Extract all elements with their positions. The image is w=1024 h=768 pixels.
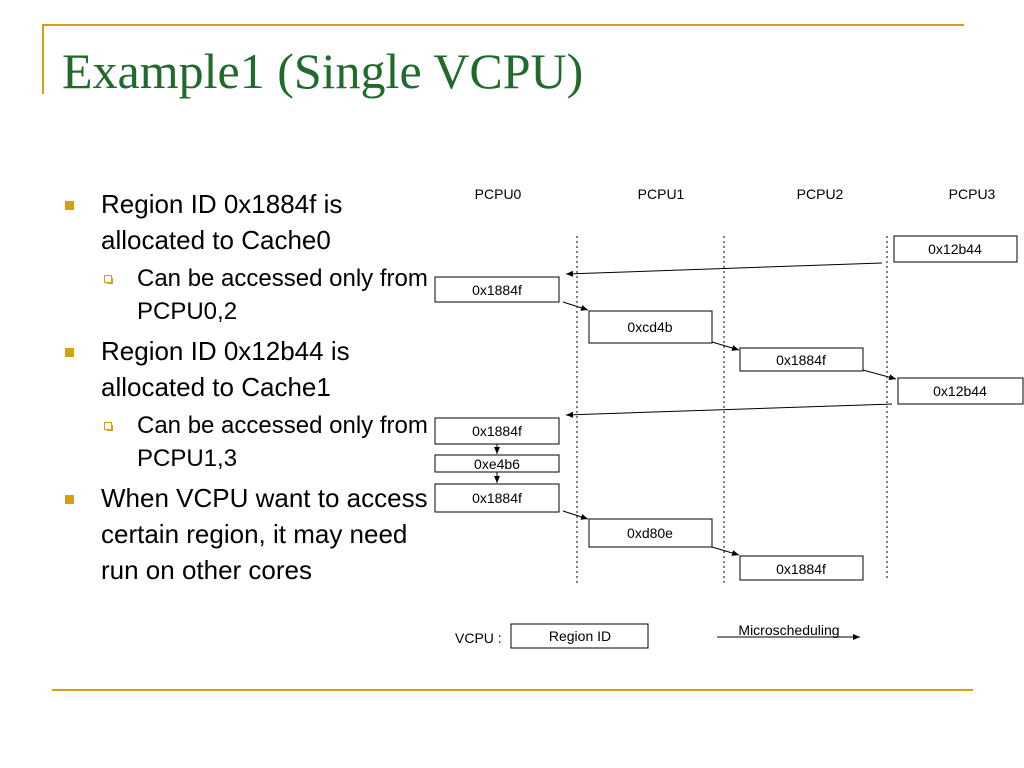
legend-region-label: Region ID [549, 628, 611, 644]
region-box: 0x1884f [434, 276, 560, 303]
region-box: 0xcd4b [588, 310, 713, 344]
transition-arrow [711, 546, 740, 556]
region-box: 0x12b44 [893, 235, 1018, 263]
transition-arrow [565, 403, 893, 418]
transition-arrow [562, 301, 589, 311]
legend-vcpu-label: VCPU : [455, 630, 502, 646]
region-label: 0x12b44 [928, 241, 982, 257]
sub-bullet-2: Can be accessed only from PCPU1,3 [101, 409, 430, 475]
bullet-list: Region ID 0x1884f is allocated to Cache0… [60, 186, 430, 592]
region-box: 0x1884f [434, 483, 560, 513]
bullet-3: When VCPU want to access certain region,… [60, 480, 430, 588]
frame-bottom-rule [52, 689, 973, 691]
square-bullet-icon [65, 348, 74, 357]
region-label: 0x12b44 [933, 383, 987, 399]
legend-arrow-label: Microscheduling [738, 622, 839, 638]
region-box: 0x12b44 [897, 377, 1024, 405]
square-bullet-icon [65, 495, 74, 504]
region-label: 0xcd4b [627, 319, 672, 335]
region-label: 0x1884f [776, 561, 826, 577]
region-box: 0x1884f [739, 555, 864, 581]
bullet-3-text: When VCPU want to access certain region,… [101, 483, 428, 585]
hollow-square-bullet-icon [104, 422, 113, 431]
bullet-2-text: Region ID 0x12b44 is allocated to Cache1 [101, 336, 350, 402]
region-label: 0xe4b6 [474, 456, 520, 472]
region-box: 0x1884f [739, 347, 864, 372]
bullet-1: Region ID 0x1884f is allocated to Cache0 [60, 186, 430, 258]
region-box: 0x1884f [434, 417, 560, 445]
column-header-pcpu1: PCPU1 [638, 186, 685, 202]
transition-arrow [565, 262, 883, 277]
region-box: 0xd80e [588, 518, 713, 548]
transition-arrow [711, 341, 740, 351]
transition-arrow [862, 369, 897, 381]
region-label: 0xd80e [627, 525, 673, 541]
bullet-2: Region ID 0x12b44 is allocated to Cache1 [60, 333, 430, 405]
region-box: 0xe4b6 [434, 454, 560, 473]
sub-bullet-2-text: Can be accessed only from PCPU1,3 [137, 412, 428, 472]
sub-bullet-1: Can be accessed only from PCPU0,2 [101, 262, 430, 328]
legend-region-box: Region ID [510, 623, 649, 649]
transition-arrow [562, 510, 589, 520]
hollow-square-bullet-icon [104, 275, 113, 284]
bullet-1-text: Region ID 0x1884f is allocated to Cache0 [101, 189, 343, 255]
frame-top-rule [42, 24, 964, 26]
sub-bullet-1-text: Can be accessed only from PCPU0,2 [137, 265, 428, 325]
square-bullet-icon [65, 201, 74, 210]
region-label: 0x1884f [472, 423, 522, 439]
column-header-pcpu3: PCPU3 [949, 186, 996, 202]
slide-title: Example1 (Single VCPU) [62, 43, 584, 99]
region-label: 0x1884f [776, 352, 826, 368]
region-label: 0x1884f [472, 282, 522, 298]
column-header-pcpu2: PCPU2 [797, 186, 844, 202]
region-label: 0x1884f [472, 490, 522, 506]
frame-left-rule [42, 24, 44, 94]
column-header-pcpu0: PCPU0 [475, 186, 522, 202]
